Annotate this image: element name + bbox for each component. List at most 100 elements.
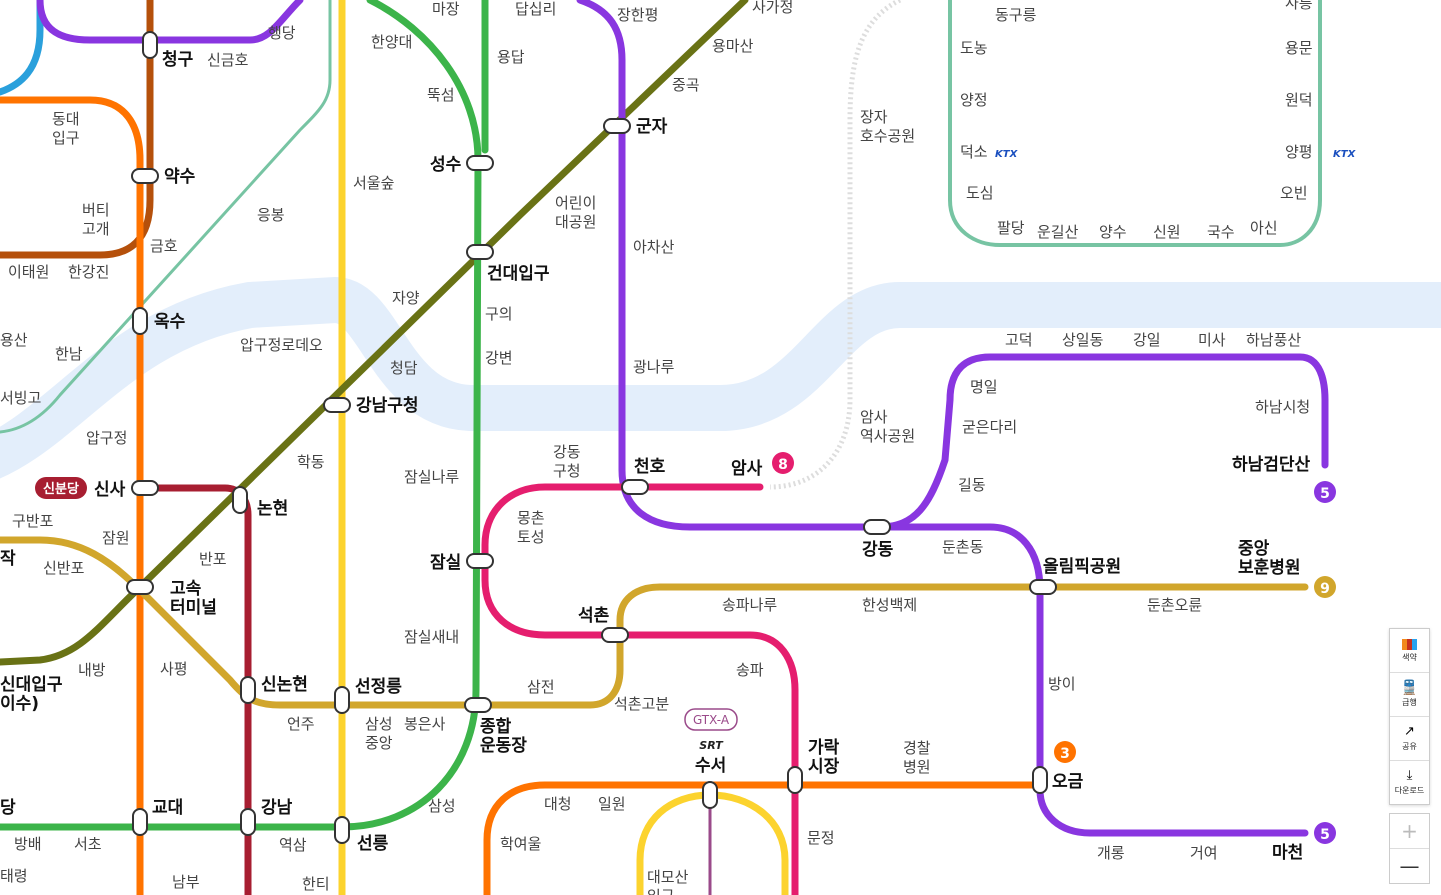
- station-label[interactable]: 문정: [807, 829, 835, 847]
- station-label[interactable]: 상일동: [1062, 331, 1104, 349]
- transfer-station-marker[interactable]: [466, 553, 494, 569]
- station-label[interactable]: 용마산: [712, 37, 754, 55]
- station-label[interactable]: 성수: [430, 155, 462, 175]
- station-label[interactable]: 국수: [1207, 223, 1235, 241]
- station-label[interactable]: 금호: [150, 237, 178, 255]
- share-button[interactable]: ↗ 공유: [1390, 717, 1429, 761]
- station-label[interactable]: 논현: [257, 499, 288, 519]
- station-label[interactable]: 교대: [152, 798, 183, 818]
- station-label[interactable]: 신반포: [43, 559, 85, 577]
- line-5-badge-2[interactable]: [1314, 822, 1336, 844]
- station-label[interactable]: 석촌: [578, 606, 610, 626]
- transfer-station-marker[interactable]: [131, 168, 159, 184]
- station-label[interactable]: 건대입구: [487, 264, 550, 284]
- transfer-station-marker[interactable]: [131, 480, 159, 496]
- station-label[interactable]: 강동: [862, 540, 894, 560]
- express-button[interactable]: 🚆 급행: [1390, 673, 1429, 717]
- station-label[interactable]: 강남: [261, 798, 293, 818]
- line-8[interactable]: [481, 483, 799, 895]
- station-label[interactable]: 하남검단산: [1232, 455, 1311, 475]
- station-label[interactable]: 오금: [1052, 772, 1084, 792]
- line-3[interactable]: [0, 96, 144, 895]
- station-label[interactable]: 이태원: [8, 263, 49, 281]
- transfer-station-marker[interactable]: [232, 486, 248, 514]
- station-label[interactable]: 마천: [1272, 843, 1303, 863]
- station-label[interactable]: 서울숲: [353, 174, 394, 192]
- station-label[interactable]: 자양: [392, 289, 420, 307]
- transfer-station-marker[interactable]: [863, 519, 891, 535]
- sinbundang-badge[interactable]: [35, 477, 87, 499]
- station-label[interactable]: 대모산입구: [647, 868, 689, 895]
- station-label[interactable]: 중곡: [672, 76, 700, 94]
- station-label[interactable]: 용산: [0, 331, 28, 349]
- station-label[interactable]: 방배: [14, 835, 42, 853]
- station-label[interactable]: 청구: [162, 49, 194, 70]
- transfer-station-marker[interactable]: [323, 397, 351, 413]
- station-label[interactable]: 구반포: [12, 512, 54, 530]
- station-label[interactable]: 학동: [297, 453, 325, 471]
- station-label[interactable]: 선정릉: [355, 677, 402, 697]
- station-label[interactable]: 잠원: [102, 529, 130, 547]
- station-label[interactable]: 행당: [268, 24, 296, 42]
- station-label[interactable]: 일원: [598, 795, 626, 813]
- transfer-station-marker[interactable]: [126, 579, 154, 595]
- station-label[interactable]: 한강진: [68, 263, 109, 281]
- station-label[interactable]: 삼전: [527, 678, 555, 696]
- station-label[interactable]: 사가정: [752, 0, 793, 16]
- station-label[interactable]: 양수: [1099, 223, 1127, 241]
- station-label[interactable]: 송파나루: [722, 596, 777, 614]
- line-3-south[interactable]: [483, 781, 1044, 895]
- station-label[interactable]: 도농: [960, 39, 988, 57]
- line-9[interactable]: [0, 536, 1309, 709]
- station-label[interactable]: 작: [0, 549, 16, 569]
- station-label[interactable]: 암사: [731, 459, 763, 479]
- line-1[interactable]: [0, 0, 44, 96]
- station-label[interactable]: 답십리: [515, 0, 556, 18]
- transfer-station-marker[interactable]: [702, 781, 718, 809]
- line-2[interactable]: [0, 0, 489, 831]
- station-label[interactable]: 원덕: [1285, 91, 1313, 109]
- station-label[interactable]: 뚝섬: [427, 86, 455, 104]
- line-6[interactable]: [0, 0, 154, 259]
- station-label[interactable]: 미사: [1198, 331, 1226, 349]
- station-label[interactable]: 선릉: [357, 834, 389, 854]
- station-label[interactable]: 압구정: [86, 429, 127, 447]
- transfer-station-marker[interactable]: [240, 676, 256, 704]
- station-label[interactable]: 고덕: [1005, 331, 1033, 349]
- transfer-station-marker[interactable]: [601, 627, 629, 643]
- station-label[interactable]: 양정: [960, 91, 988, 109]
- station-label[interactable]: 한양대: [371, 33, 412, 51]
- station-label[interactable]: 약수: [164, 166, 196, 187]
- colorblind-button[interactable]: 색약: [1390, 629, 1429, 673]
- station-label[interactable]: 둔촌오륜: [1147, 596, 1202, 614]
- station-label[interactable]: 역삼: [279, 836, 307, 854]
- station-label[interactable]: 신논현: [261, 675, 308, 695]
- station-label[interactable]: 방이: [1048, 675, 1076, 693]
- line-gyeongchun[interactable]: [948, 0, 1322, 247]
- station-label[interactable]: 군자: [636, 117, 668, 137]
- transfer-station-marker[interactable]: [240, 808, 256, 836]
- station-label[interactable]: 동구릉: [995, 6, 1037, 24]
- transfer-station-marker[interactable]: [603, 118, 631, 134]
- transfer-station-marker[interactable]: [142, 31, 158, 59]
- transfer-station-marker[interactable]: [466, 244, 494, 260]
- line-3-badge[interactable]: [1054, 741, 1076, 763]
- station-label[interactable]: 대청: [544, 795, 572, 813]
- station-label[interactable]: 장한평: [617, 6, 658, 24]
- station-label[interactable]: 마장: [432, 0, 460, 18]
- station-label[interactable]: 강일: [1133, 331, 1161, 349]
- station-label[interactable]: 덕소: [960, 143, 988, 161]
- station-label[interactable]: 사평: [160, 660, 188, 678]
- station-label[interactable]: 반포: [199, 550, 227, 568]
- station-label[interactable]: 개롱: [1097, 844, 1125, 862]
